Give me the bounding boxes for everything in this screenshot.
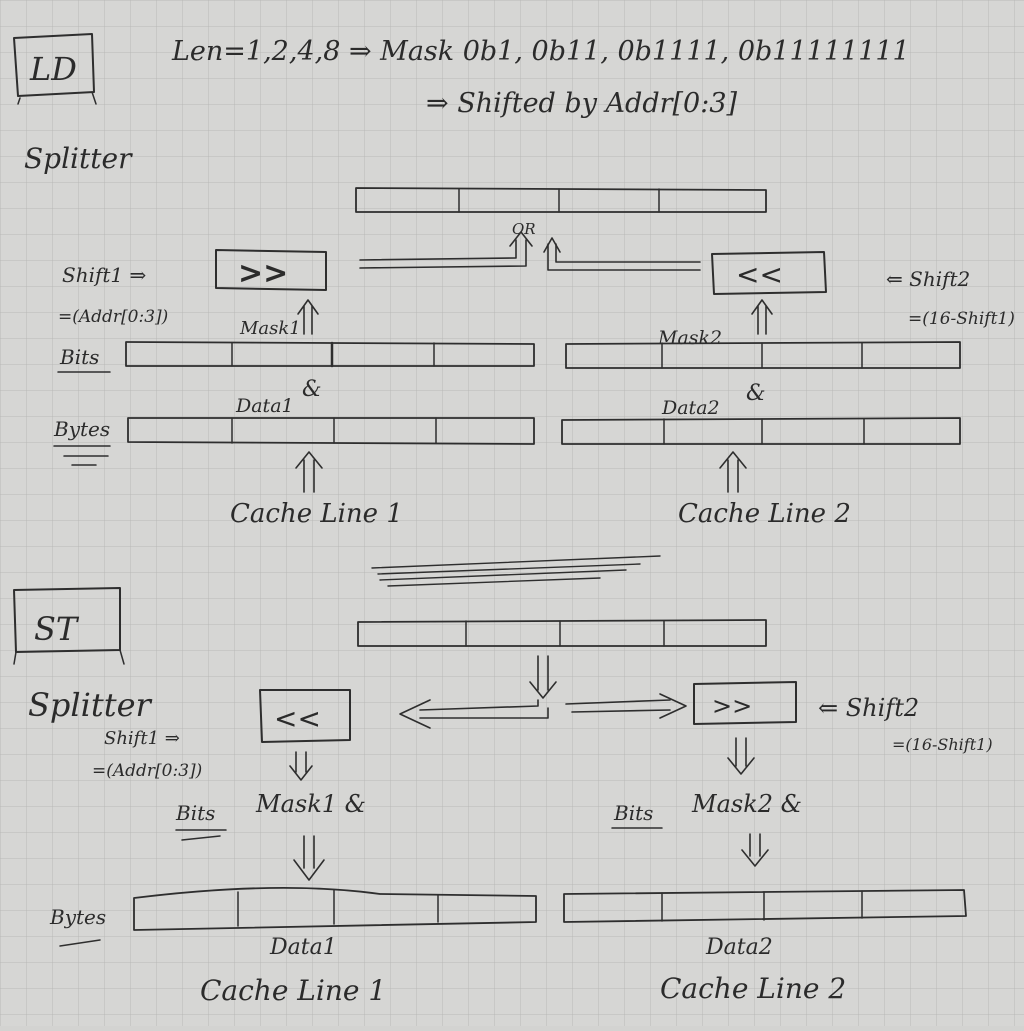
ld-bytes-underline <box>53 445 111 466</box>
ld-cache-line2: Cache Line 2 <box>678 499 851 529</box>
st-cache-line1: Cache Line 1 <box>200 974 386 1007</box>
st-shifter-left-down-arrow <box>289 751 313 781</box>
ld-shift2-def: =(16-Shift1) <box>908 309 1015 329</box>
ld-shifter-right: << <box>711 251 827 295</box>
ld-shift2-op: ⇐ Shift2 <box>886 267 970 291</box>
st-double-arrow-left <box>399 699 549 729</box>
st-bytes-underline <box>59 939 101 947</box>
ld-or-label: OR <box>512 220 536 238</box>
st-source-register <box>357 619 767 647</box>
ld-source-register <box>355 187 767 213</box>
ld-cache2-up-arrow <box>719 451 747 493</box>
st-label-box: ST <box>13 587 125 665</box>
ld-mask2-up-arrow <box>751 299 773 335</box>
ld-shifter-right-symbol: << <box>736 258 783 291</box>
st-source-down-arrow <box>529 655 557 699</box>
st-data1-register <box>133 886 537 931</box>
ld-data2-label: Data2 <box>661 397 720 419</box>
ld-data1-label: Data1 <box>235 395 294 417</box>
st-title: ST <box>34 610 80 648</box>
ld-title: LD <box>29 50 77 88</box>
st-bytes-label: Bytes <box>49 905 106 929</box>
st-mask2-and: Mask2 & <box>691 790 802 818</box>
ld-mask1-label: Mask1 <box>239 318 301 339</box>
section-separator <box>371 555 661 587</box>
ld-data1-register <box>127 417 535 445</box>
st-data2-label: Data2 <box>705 935 773 960</box>
st-shift2-def: =(16-Shift1) <box>892 735 993 754</box>
st-double-arrow-right <box>565 693 687 719</box>
ld-shift1-op: Shift1 ⇒ <box>62 263 147 287</box>
st-mask1-and: Mask1 & <box>255 790 366 818</box>
st-shifter-left: << <box>259 689 351 743</box>
ld-section: LD Splitter Len=1,2,4,8 ⇒ Mask 0b1, 0b11… <box>13 33 1015 529</box>
ld-cache-line1: Cache Line 1 <box>230 499 403 529</box>
ld-double-arrow-right <box>543 237 701 271</box>
ld-mask1-register <box>125 341 535 368</box>
st-shifter-right-down-arrow <box>727 737 755 775</box>
ld-mask1-up-arrow <box>297 299 319 335</box>
st-subtitle: Splitter <box>28 686 153 724</box>
ld-note-shift: ⇒ Shifted by Addr[0:3] <box>426 88 737 119</box>
ld-and-2: & <box>746 381 766 406</box>
ld-subtitle: Splitter <box>24 142 133 175</box>
st-mask1-down-arrow <box>293 835 325 881</box>
ld-mask2-label: Mask2 <box>657 327 722 349</box>
st-shifter-right: >> <box>693 681 797 725</box>
st-shifter-right-symbol: >> <box>712 692 752 720</box>
ld-label-box: LD <box>13 33 97 105</box>
st-data2-register <box>563 889 967 923</box>
ld-data2-register <box>561 417 961 445</box>
st-mask2-down-arrow <box>741 833 769 867</box>
ld-bits-label: Bits <box>59 345 99 369</box>
st-section: ST Splitter << > <box>13 587 993 1007</box>
st-data1-label: Data1 <box>269 935 337 960</box>
ld-bytes-label: Bytes <box>53 417 110 441</box>
st-shift1-op: Shift1 ⇒ <box>104 728 180 749</box>
st-bits-label-1: Bits <box>175 801 215 825</box>
ld-note-len: Len=1,2,4,8 ⇒ Mask 0b1, 0b11, 0b1111, 0b… <box>171 36 910 67</box>
st-bits-label-2: Bits <box>613 801 653 825</box>
ld-shift1-def: =(Addr[0:3]) <box>58 307 168 327</box>
st-shifter-left-symbol: << <box>274 702 321 735</box>
ld-shifter-left-symbol: >> <box>238 256 288 291</box>
st-shift1-def: =(Addr[0:3]) <box>92 761 202 781</box>
ld-shifter-left: >> <box>215 249 327 291</box>
st-shift2-op: ⇐ Shift2 <box>818 694 919 722</box>
ld-double-arrow-left <box>359 231 533 269</box>
ld-and-1: & <box>302 377 322 402</box>
st-cache-line2: Cache Line 2 <box>660 972 846 1005</box>
st-bits-underline-1 <box>175 829 227 841</box>
ld-mask2-register <box>565 341 961 369</box>
ld-cache1-up-arrow <box>295 451 323 493</box>
